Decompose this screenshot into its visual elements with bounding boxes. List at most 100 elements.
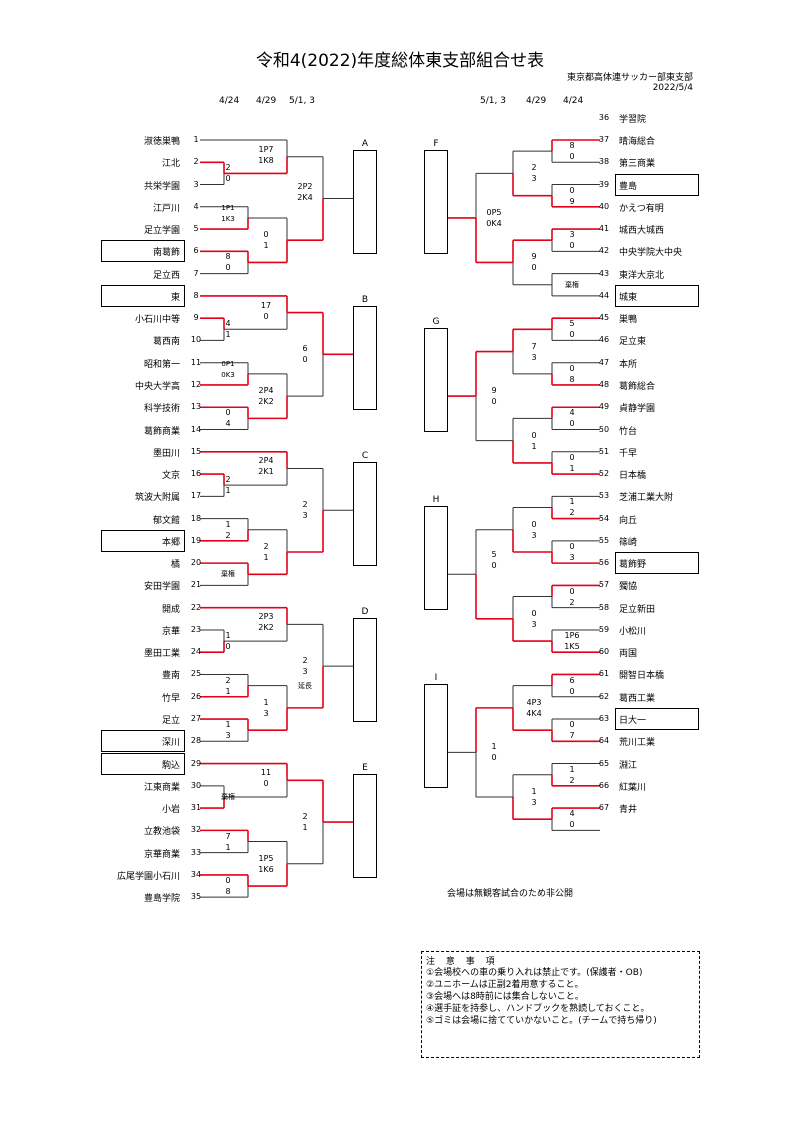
team-number: 31 xyxy=(190,803,202,813)
team-number: 4 xyxy=(193,201,199,211)
team-name: 豊島 xyxy=(619,181,638,192)
team-name: 巣鴨 xyxy=(619,315,638,326)
team-number: 20 xyxy=(190,558,202,568)
team-name: 本所 xyxy=(619,359,638,370)
team-number: 36 xyxy=(598,112,610,122)
score-top: 4 xyxy=(569,809,575,819)
team-name: 青井 xyxy=(619,805,638,816)
team-name: 豊南 xyxy=(161,671,180,682)
score-bottom: 2K2 xyxy=(258,397,274,407)
notice-item: ①会場校への車の乗り入れは禁止です。(保護者・OB) xyxy=(426,968,643,978)
notice-item: ⑤ゴミは会場に捨てていかないこと。(チームで持ち帰り) xyxy=(426,1016,657,1026)
block-label: B xyxy=(361,294,369,305)
team-number: 23 xyxy=(190,624,202,634)
block-box-e xyxy=(353,773,377,878)
extra-time-mark: 延長 xyxy=(298,682,312,691)
score-bottom: 3 xyxy=(302,511,308,521)
score-bottom: 1 xyxy=(302,823,308,833)
score-top: 4 xyxy=(569,408,575,418)
team-name: 江北 xyxy=(161,159,180,170)
team-name: 墨田川 xyxy=(152,448,180,459)
score-top: 2 xyxy=(302,656,308,666)
score-bottom: 2 xyxy=(569,597,575,607)
team-name: 筑波大附属 xyxy=(134,493,180,504)
score-bottom: 1 xyxy=(531,441,537,451)
score-bottom: 1 xyxy=(263,552,269,562)
team-name: 小岩 xyxy=(161,805,180,816)
team-name: 足立学園 xyxy=(143,226,180,237)
team-number: 7 xyxy=(193,268,199,278)
team-name: 足立東 xyxy=(619,337,647,348)
score-top: 0 xyxy=(531,608,537,618)
score-top: 7 xyxy=(225,831,231,841)
team-name: 東洋大京北 xyxy=(619,270,665,281)
score-top: 2 xyxy=(263,541,269,551)
block-label: A xyxy=(361,139,369,149)
team-name: 小松川 xyxy=(619,626,647,637)
team-number: 10 xyxy=(190,335,202,345)
team-name: 篠崎 xyxy=(619,537,638,548)
team-name: 京華 xyxy=(161,626,180,637)
team-number: 26 xyxy=(190,691,202,701)
team-name: 紅葉川 xyxy=(619,782,647,793)
score-top: 7 xyxy=(531,341,537,351)
team-number: 34 xyxy=(190,869,202,879)
score-bottom: 0K4 xyxy=(486,218,502,228)
score-bottom: 2 xyxy=(569,775,575,785)
block-label: E xyxy=(362,762,368,773)
block-box-g xyxy=(424,328,448,433)
team-number: 45 xyxy=(598,313,610,323)
score-top: 2 xyxy=(225,163,231,173)
team-name: 日大一 xyxy=(619,716,647,727)
score-top: 1P1 xyxy=(221,203,235,212)
score-bottom: 0 xyxy=(263,779,269,789)
block-label: D xyxy=(361,606,369,617)
team-name: 江東商業 xyxy=(143,782,180,793)
team-name: 墨田工業 xyxy=(143,649,180,660)
score-bottom: 0 xyxy=(491,753,497,763)
team-number: 3 xyxy=(193,179,199,189)
score-top: 2P4 xyxy=(258,386,274,396)
score-bottom: 0K3 xyxy=(221,370,235,379)
score-bottom: 0 xyxy=(569,330,575,340)
forfeit-mark: 棄権 xyxy=(565,280,579,289)
score-top: 2 xyxy=(302,812,308,822)
team-number: 38 xyxy=(598,157,610,167)
score-bottom: 3 xyxy=(263,708,269,718)
team-name: 葛飾野 xyxy=(619,560,647,571)
team-name: 足立新田 xyxy=(619,604,656,615)
block-label: H xyxy=(432,495,440,506)
team-number: 54 xyxy=(598,513,610,523)
page-title: 令和4(2022)年度総体東支部組合せ表 xyxy=(255,51,545,71)
team-number: 61 xyxy=(598,669,610,679)
block-box-c xyxy=(353,461,377,566)
score-bottom: 2K1 xyxy=(258,467,274,477)
seed-box xyxy=(615,708,699,731)
team-name: 芝浦工業大附 xyxy=(619,493,674,504)
score-top: 1 xyxy=(569,764,575,774)
team-number: 9 xyxy=(193,313,199,323)
score-top: 0 xyxy=(569,363,575,373)
score-bottom: 0 xyxy=(569,241,575,251)
team-number: 16 xyxy=(190,469,202,479)
score-top: 0 xyxy=(531,430,537,440)
team-number: 63 xyxy=(598,714,610,724)
score-bottom: 0 xyxy=(491,397,497,407)
team-number: 60 xyxy=(598,647,610,657)
team-number: 25 xyxy=(190,669,202,679)
score-bottom: 1 xyxy=(569,463,575,473)
team-name: 立教池袋 xyxy=(143,827,180,838)
left-date-r3: 5/1, 3 xyxy=(289,96,315,106)
team-number: 27 xyxy=(190,714,202,724)
score-bottom: 3 xyxy=(225,731,231,741)
score-top: 2 xyxy=(225,675,231,685)
team-name: 城西大城西 xyxy=(619,226,665,237)
team-name: 葛飾商業 xyxy=(143,426,180,437)
score-top: 1 xyxy=(225,720,231,730)
score-bottom: 1K6 xyxy=(258,864,274,874)
block-label: G xyxy=(432,317,440,328)
team-number: 17 xyxy=(190,491,202,501)
score-top: 0 xyxy=(569,452,575,462)
team-name: 東 xyxy=(170,292,180,303)
